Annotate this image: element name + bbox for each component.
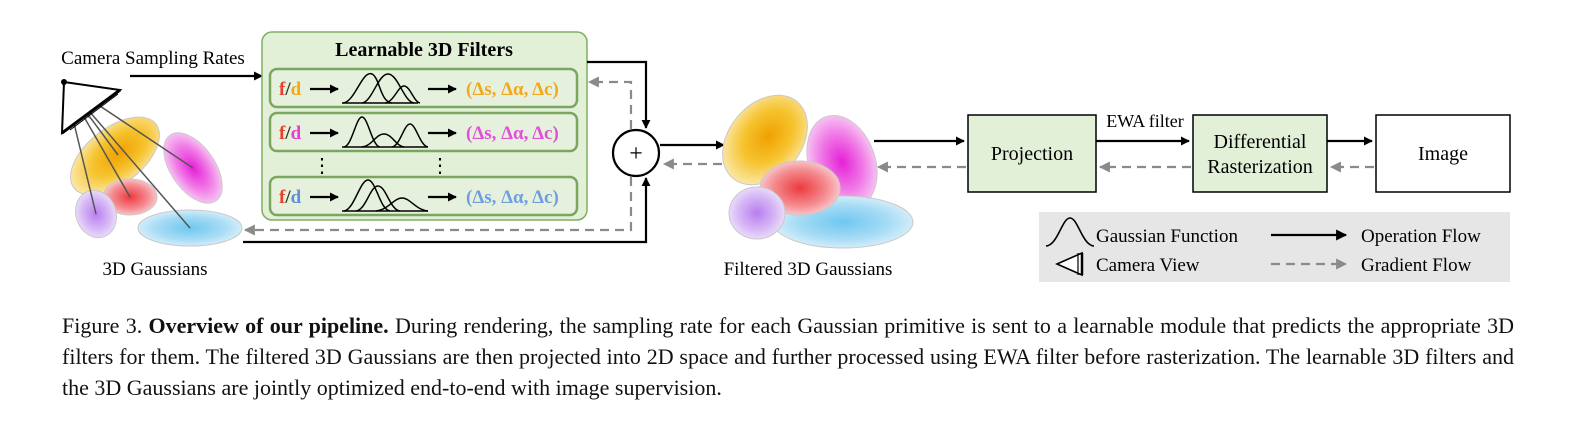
gaussian-function-icon — [1045, 217, 1095, 247]
image-box — [1375, 114, 1511, 193]
projection-box — [967, 114, 1097, 193]
caption-body: During rendering, the sampling rate for … — [62, 313, 1514, 400]
3d-gaussians-label: 3D Gaussians — [102, 259, 207, 280]
gaussians-to-sum-arrow — [243, 177, 651, 244]
rasterization-label-line1: Differential — [1214, 131, 1307, 153]
gaussian-curve-icon — [391, 123, 429, 148]
filtered-gaussians-label: Filtered 3D Gaussians — [724, 259, 893, 280]
svg-text:f/d: f/d — [279, 187, 302, 208]
camera-view-icon — [1055, 251, 1084, 277]
sum-node — [611, 128, 661, 178]
rasterization-label-line2: Rasterization — [1207, 156, 1313, 178]
camera-icon — [60, 79, 123, 136]
filter-output-1: (Δs, Δα, Δc) — [466, 79, 559, 100]
filter-row-3: f/d (Δs, Δα, Δc) — [268, 175, 579, 217]
legend-operation-label: Operation Flow — [1361, 226, 1481, 247]
feature-symbol: f — [279, 79, 286, 100]
legend-camera-label: Camera View — [1096, 255, 1200, 276]
gradient-to-gaussians — [243, 177, 633, 236]
feature-symbol: f — [279, 187, 286, 208]
legend-box — [1039, 212, 1510, 282]
gaussian-curve-icon — [355, 185, 401, 212]
gaussian-curve-icon — [342, 73, 393, 104]
svg-text:f/d: f/d — [279, 79, 302, 100]
projection-label: Projection — [991, 143, 1073, 165]
gaussian-curve-icon — [361, 73, 415, 104]
distance-symbol: d — [291, 79, 302, 100]
filter-output-2: (Δs, Δα, Δc) — [466, 123, 559, 144]
gradient-to-filters — [587, 76, 633, 129]
filtered-gaussian-purple — [728, 186, 786, 240]
distance-symbol: d — [291, 123, 302, 144]
gaussian-curve-icon — [384, 85, 421, 104]
input-gaussians — [70, 116, 243, 247]
gaussian-orange — [70, 116, 160, 196]
gaussian-curve-icon — [343, 179, 391, 212]
legend-gradient-label: Gradient Flow — [1361, 255, 1472, 276]
filters-panel-title: Learnable 3D Filters — [335, 39, 513, 61]
sum-symbol: + — [629, 141, 643, 167]
figure-caption: Figure 3. Overview of our pipeline. Duri… — [62, 310, 1514, 403]
rows-ellipsis-left: ⋮ — [312, 155, 332, 177]
image-label: Image — [1418, 143, 1468, 165]
camera-sampling-rates-label: Camera Sampling Rates — [61, 48, 245, 69]
filter-row-1: f/d (Δs, Δα, Δc) — [268, 67, 579, 109]
rasterization-box — [1192, 114, 1328, 193]
distance-symbol: d — [291, 187, 302, 208]
feature-symbol: f — [279, 123, 286, 144]
ewa-filter-label: EWA filter — [1106, 111, 1183, 131]
caption-title: Overview of our pipeline. — [148, 313, 389, 338]
filter-row-2: f/d (Δs, Δα, Δc) — [268, 111, 579, 153]
svg-text:f/d: f/d — [279, 123, 302, 144]
filter-output-3: (Δs, Δα, Δc) — [466, 187, 559, 208]
pipeline-diagram: Camera Sampling Rates 3D Gaussians Learn… — [60, 31, 1511, 282]
legend-gaussian-label: Gaussian Function — [1096, 226, 1238, 247]
gaussian-curve-icon — [361, 133, 405, 148]
filters-to-sum-arrow — [587, 60, 651, 129]
rows-ellipsis-right: ⋮ — [430, 155, 450, 177]
filtered-gaussians — [722, 94, 914, 249]
figure-number: Figure 3. — [62, 313, 143, 338]
gaussian-curve-icon — [375, 197, 429, 212]
